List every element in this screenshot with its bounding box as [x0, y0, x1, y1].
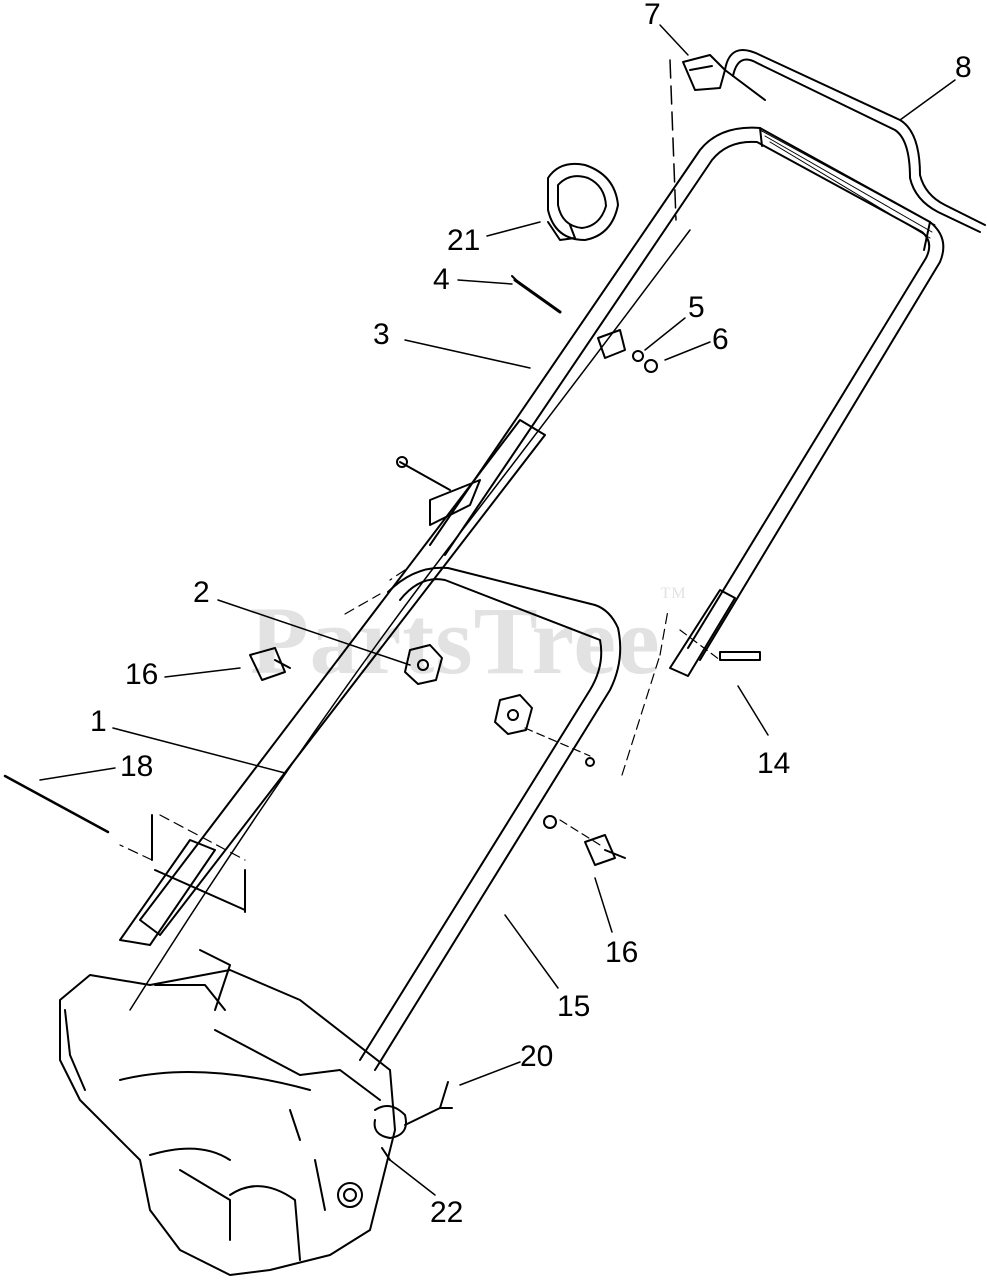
upper-handle-right-tube — [669, 589, 761, 677]
pin — [511, 275, 562, 314]
handle-knob — [547, 162, 619, 241]
callout-15: 15 — [557, 990, 591, 1023]
callout-1: 1 — [90, 705, 107, 738]
upper-handle — [429, 126, 945, 661]
control-bail — [724, 49, 986, 233]
callout-6: 6 — [712, 323, 729, 356]
callout-16-right: 16 — [605, 936, 639, 969]
leader-lines — [39, 24, 956, 1196]
callout-16-left: 16 — [125, 658, 159, 691]
callout-2: 2 — [193, 576, 210, 609]
bail-clip — [669, 54, 726, 221]
callout-14: 14 — [757, 747, 791, 780]
cable-guides — [249, 647, 626, 866]
control-cable — [129, 229, 691, 1011]
callout-20: 20 — [520, 1040, 554, 1073]
handle-knobs — [404, 644, 533, 735]
lower-handle-right — [344, 566, 669, 1071]
callout-3: 3 — [373, 318, 390, 351]
callout-7: 7 — [644, 0, 661, 31]
callout-8: 8 — [955, 51, 972, 84]
callout-4: 4 — [433, 263, 450, 296]
callout-18: 18 — [120, 750, 154, 783]
mower-housing — [59, 949, 453, 1276]
bracket-and-nut — [597, 329, 658, 373]
watermark-trademark: TM — [660, 585, 687, 602]
callout-5: 5 — [688, 291, 705, 324]
control-rod — [3, 774, 110, 834]
callout-21: 21 — [447, 224, 481, 257]
callout-22: 22 — [430, 1196, 464, 1229]
